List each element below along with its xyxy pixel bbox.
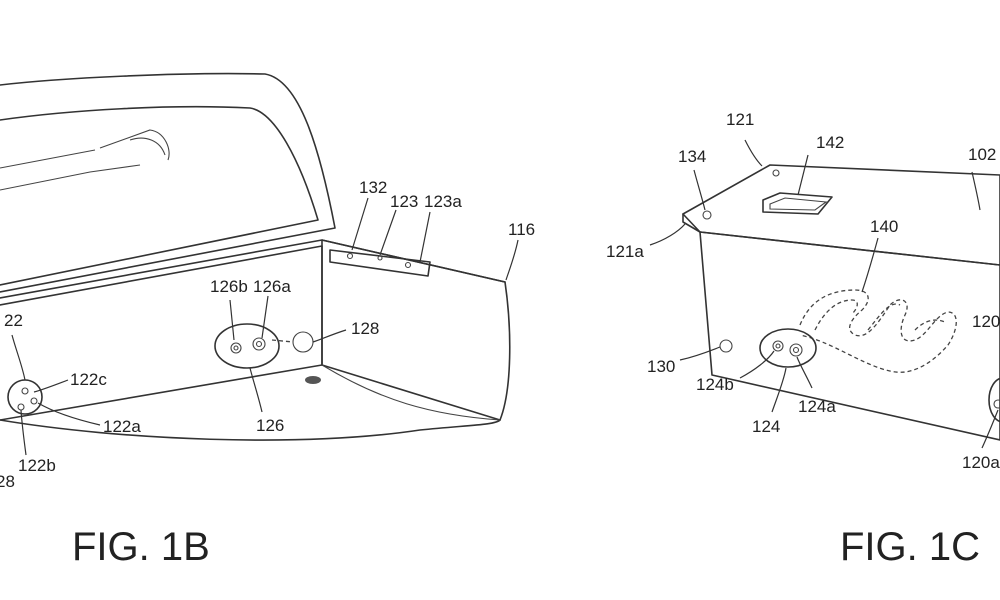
- window-highlight: [130, 138, 165, 155]
- figure-caption-1b: FIG. 1B: [72, 525, 210, 569]
- ref-label-130: 130: [647, 357, 675, 376]
- box-top-face: [683, 165, 1000, 265]
- ref-label-140: 140: [870, 217, 898, 236]
- port-124a: [790, 344, 802, 356]
- port-130: [720, 340, 732, 352]
- port-124b: [773, 341, 783, 351]
- vent: [773, 170, 779, 176]
- plug-path: [272, 340, 293, 342]
- ref-label-102: 102: [968, 145, 996, 164]
- ref-label-126a: 126a: [253, 277, 291, 296]
- ref-label-124: 124: [752, 417, 780, 436]
- figure-1b: 22 122c 122a 28 122b 126b 126a 128 126 1…: [0, 74, 535, 569]
- latch-hole: [406, 263, 411, 268]
- ref-label-132: 132: [359, 178, 387, 197]
- ref-label-124a: 124a: [798, 397, 836, 416]
- ref-label-121: 121: [726, 110, 754, 129]
- ref-label-122a: 122a: [103, 417, 141, 436]
- plug-128: [293, 332, 313, 352]
- vent-134: [703, 211, 711, 219]
- receptacle-122: [8, 380, 42, 414]
- ref-label-123a: 123a: [424, 192, 462, 211]
- figure-1c: 121 134 142 102 140 121a 120 130 124b 12…: [606, 110, 1000, 569]
- ref-label-123: 123: [390, 192, 418, 211]
- ref-label-120a: 120a: [962, 453, 1000, 472]
- ref-label-120: 120: [972, 312, 1000, 331]
- latch-hole: [348, 254, 353, 259]
- ref-label-134: 134: [678, 147, 706, 166]
- receptacle-126: [215, 324, 279, 368]
- handle-142: [763, 193, 832, 214]
- figure-caption-1c: FIG. 1C: [840, 525, 980, 569]
- port-126b: [231, 343, 241, 353]
- ref-label-122c: 122c: [70, 370, 107, 389]
- box-front-face: [700, 232, 1000, 440]
- ref-label-128: 128: [351, 319, 379, 338]
- heating-element-140: [800, 290, 956, 372]
- ref-label-142: 142: [816, 133, 844, 152]
- ref-label-121a: 121a: [606, 242, 644, 261]
- ref-label-28: 28: [0, 472, 15, 491]
- ref-label-122b: 122b: [18, 456, 56, 475]
- ref-label-126: 126: [256, 416, 284, 435]
- cab-window-interior: [0, 130, 169, 190]
- ref-label-22: 22: [4, 311, 23, 330]
- ref-label-124b: 124b: [696, 375, 734, 394]
- terminal-124: [760, 329, 816, 367]
- ref-label-126b: 126b: [210, 277, 248, 296]
- ref-label-116: 116: [508, 220, 535, 239]
- bed-floor: [0, 420, 500, 440]
- drain-hole: [305, 376, 321, 384]
- port-126a: [253, 338, 265, 350]
